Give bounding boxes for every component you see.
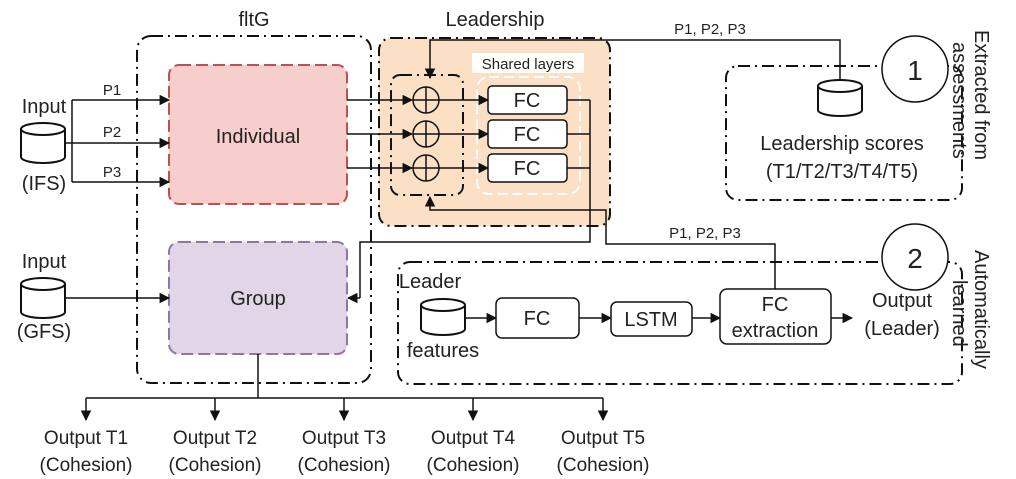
shared-fc-label-3: FC [514,158,541,180]
shared-fc-label-1: FC [514,90,541,112]
badge-2-label: 2 [907,243,923,274]
output-t2-label: Output T2 [173,428,257,449]
module2-side-label-1: Automatically [970,250,992,369]
scores-feedback-line [424,39,841,80]
leader-output-label: Output [872,290,932,312]
lstm-block [610,301,693,337]
module1-side-label-2: assessments [948,42,970,159]
fc-extraction-label-1: FC [762,294,789,316]
p1-label: P1 [103,82,121,99]
output-t1-sublabel: (Cohesion) [40,455,133,476]
leader-features-label: Leader [399,271,462,293]
output-t4-sublabel: (Cohesion) [427,455,520,476]
individual-label: Individual [216,126,301,148]
fltg-title: fltG [238,9,269,31]
module1-frame [725,65,963,201]
leader-output-sublabel: (Leader) [864,318,940,340]
ifs-database-icon [20,122,66,164]
shared-layers-label: Shared layers [482,56,575,73]
sum-node-2 [412,120,440,148]
badge-1 [881,35,949,103]
bottom-path-label: P1, P2, P3 [669,225,741,242]
module1-side-label-1: Extracted from [970,30,992,160]
leadership-scores-label: Leadership scores [760,133,923,155]
leader-features-database-icon [420,298,466,336]
output-t3-sublabel: (Cohesion) [298,455,391,476]
output-t5-label: Output T5 [561,428,645,449]
ifs-input-label: Input [22,96,67,118]
output-t5-sublabel: (Cohesion) [557,455,650,476]
sum-node-1 [412,86,440,114]
p2-label: P2 [103,124,121,141]
output-t2-sublabel: (Cohesion) [169,455,262,476]
fc-extraction-label-2: extraction [732,320,819,342]
output-t3-label: Output T3 [302,428,386,449]
group-output-trunk [86,354,603,399]
individual-block [168,64,348,205]
output-t1-label: Output T1 [44,428,128,449]
leader-fc-label: FC [524,308,551,330]
shared-fc-label-2: FC [514,124,541,146]
ifs-input-sublabel: (IFS) [22,173,66,195]
leader-features-sublabel: features [407,340,479,362]
shared-layers-label-bg [472,53,584,73]
extraction-feedback-line [424,195,776,289]
module2-frame [397,261,963,385]
fltg-frame [136,35,372,384]
leadership-title: Leadership [446,9,545,31]
gfs-input-sublabel: (GFS) [17,321,71,343]
output-t4-label: Output T4 [431,428,516,449]
leadership-scores-database-icon [817,79,863,117]
lstm-label: LSTM [624,309,677,331]
p3-label: P3 [103,164,121,181]
module2-side-label-2: learned [948,280,970,347]
badge-1-label: 1 [907,55,923,86]
badge-2 [881,223,949,291]
fc-merge-lines [359,99,591,298]
leadership-scores-sublabel: (T1/T2/T3/T4/T5) [766,161,918,183]
shared-layers-box [476,76,581,195]
sum-node-3 [412,154,440,182]
gfs-database-icon [20,277,66,319]
gfs-input-label: Input [22,251,67,273]
top-path-label: P1, P2, P3 [674,21,746,38]
group-label: Group [230,288,286,310]
